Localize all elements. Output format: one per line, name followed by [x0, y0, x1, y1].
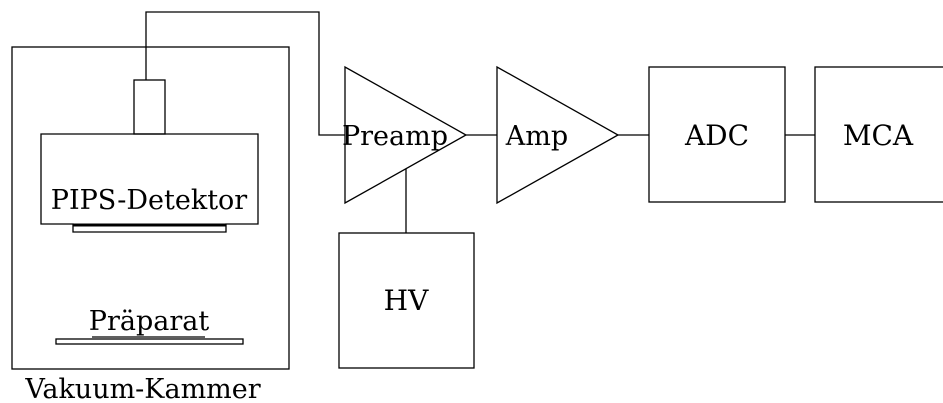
mca-label: MCA — [843, 119, 914, 152]
sample-label: Präparat — [89, 306, 210, 337]
hv-label: HV — [384, 284, 429, 317]
mca-box — [814, 66, 943, 203]
hv-box — [338, 232, 475, 369]
detector-housing — [40, 133, 259, 233]
detector-feedthrough — [133, 79, 166, 135]
detector-label: PIPS-Detektor — [51, 185, 248, 216]
adc-label: ADC — [684, 119, 749, 152]
chamber-label: Vakuum-Kammer — [24, 374, 260, 403]
signal-cable — [145, 11, 345, 136]
sample-holder — [55, 338, 244, 345]
vacuum-chamber-box — [11, 46, 290, 370]
amp-label: Amp — [505, 121, 568, 152]
amp-triangle — [496, 65, 620, 205]
preamp-label: Preamp — [342, 121, 448, 152]
